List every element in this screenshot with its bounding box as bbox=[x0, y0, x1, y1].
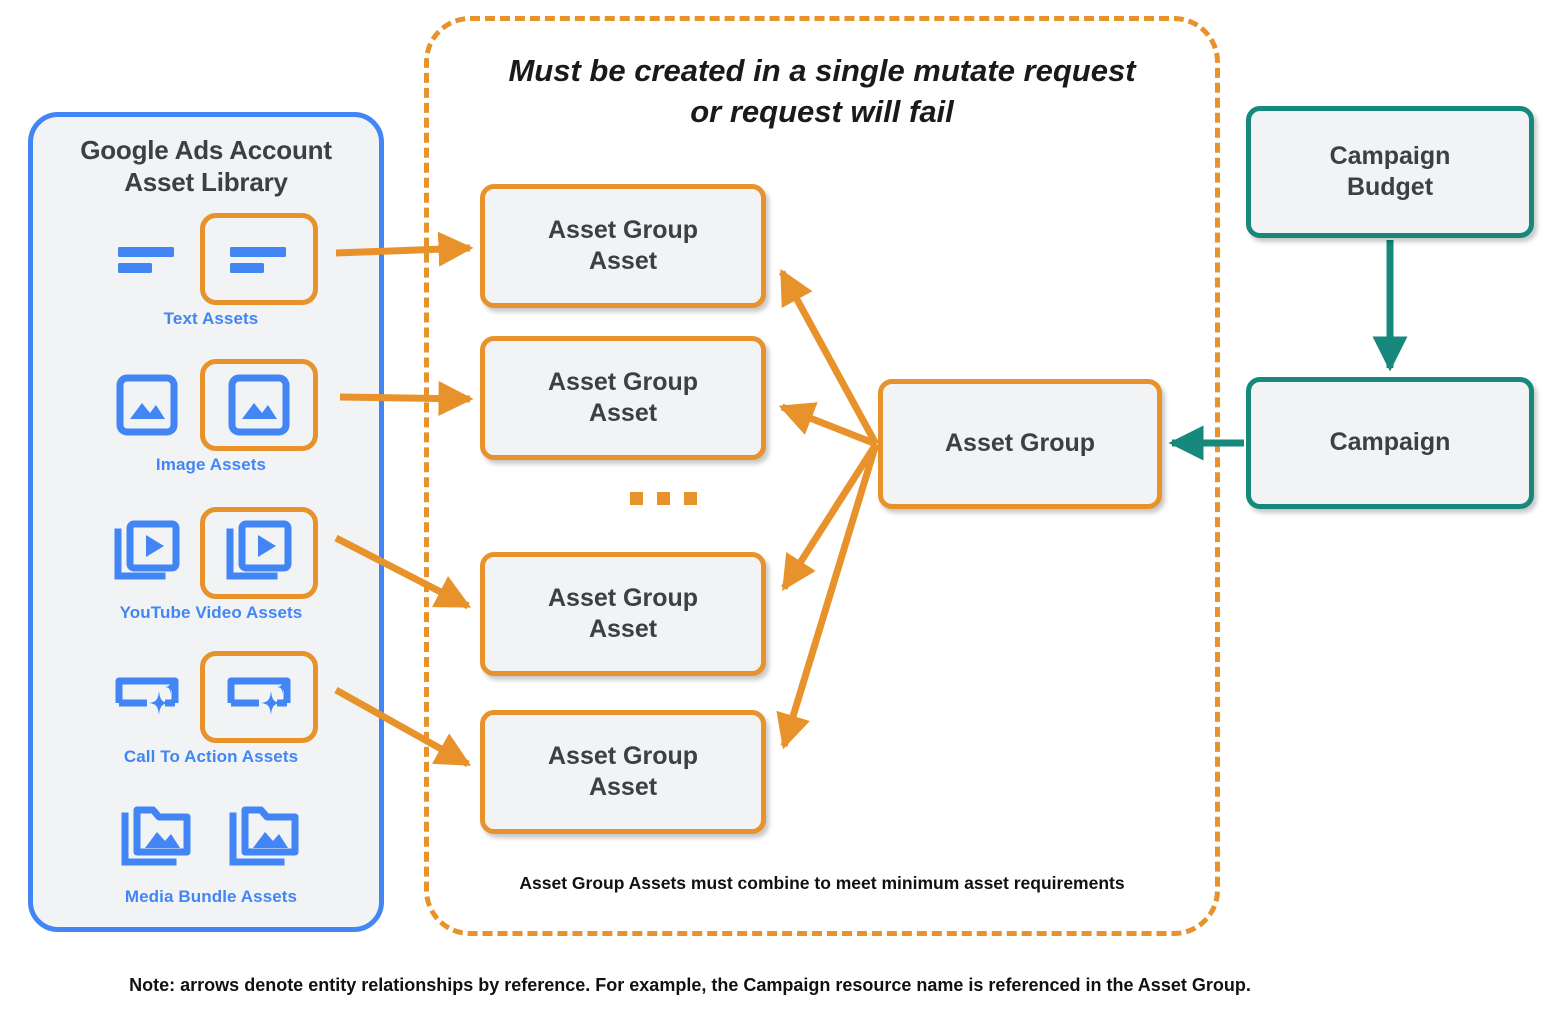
asset-library-title: Google Ads Account Asset Library bbox=[80, 135, 332, 197]
ellipsis-indicator bbox=[630, 492, 697, 505]
minimum-asset-requirements-note: Asset Group Assets must combine to meet … bbox=[519, 873, 1125, 893]
asset-group-asset-node-4[interactable]: Asset Group Asset bbox=[480, 710, 766, 834]
asset-row-label: Text Assets bbox=[163, 309, 259, 328]
asset-row-label: Image Assets bbox=[155, 455, 267, 474]
asset-row-label: YouTube Video Assets bbox=[119, 603, 303, 622]
asset-row-label: Call To Action Assets bbox=[123, 747, 299, 766]
text-asset-icon-selected[interactable] bbox=[200, 213, 318, 305]
image-asset-icon-selected[interactable] bbox=[200, 359, 318, 451]
diagram-footnote: Note: arrows denote entity relationships… bbox=[129, 975, 1251, 995]
asset-row-media-bundle[interactable]: Media Bundle Assets bbox=[33, 789, 389, 907]
ellipsis-dot bbox=[630, 492, 643, 505]
asset-row-cta[interactable]: Call To Action Assets bbox=[33, 649, 389, 767]
asset-group-asset-node-2[interactable]: Asset Group Asset bbox=[480, 336, 766, 460]
asset-group-asset-node-1[interactable]: Asset Group Asset bbox=[480, 184, 766, 308]
video-asset-icon bbox=[104, 510, 190, 596]
ellipsis-dot bbox=[657, 492, 670, 505]
campaign-budget-node[interactable]: Campaign Budget bbox=[1246, 106, 1534, 238]
campaign-node[interactable]: Campaign bbox=[1246, 377, 1534, 509]
ellipsis-dot bbox=[684, 492, 697, 505]
media-bundle-asset-icon bbox=[114, 794, 200, 880]
asset-library-panel: Google Ads Account Asset Library Text bbox=[28, 112, 384, 932]
asset-group-asset-node-3[interactable]: Asset Group Asset bbox=[480, 552, 766, 676]
call-to-action-asset-icon-selected[interactable] bbox=[200, 651, 318, 743]
asset-row-label: Media Bundle Assets bbox=[124, 887, 298, 906]
media-bundle-asset-icon-2 bbox=[222, 794, 308, 880]
mutate-request-heading: Must be created in a single mutate reque… bbox=[508, 53, 1136, 130]
text-asset-icon bbox=[104, 216, 190, 302]
image-asset-icon bbox=[104, 362, 190, 448]
asset-row-text[interactable]: Text Assets bbox=[33, 211, 389, 329]
video-asset-icon-selected[interactable] bbox=[200, 507, 318, 599]
asset-row-image[interactable]: Image Assets bbox=[33, 357, 389, 475]
call-to-action-asset-icon bbox=[104, 654, 190, 740]
asset-group-node[interactable]: Asset Group bbox=[878, 379, 1162, 509]
asset-row-video[interactable]: YouTube Video Assets bbox=[33, 505, 389, 623]
